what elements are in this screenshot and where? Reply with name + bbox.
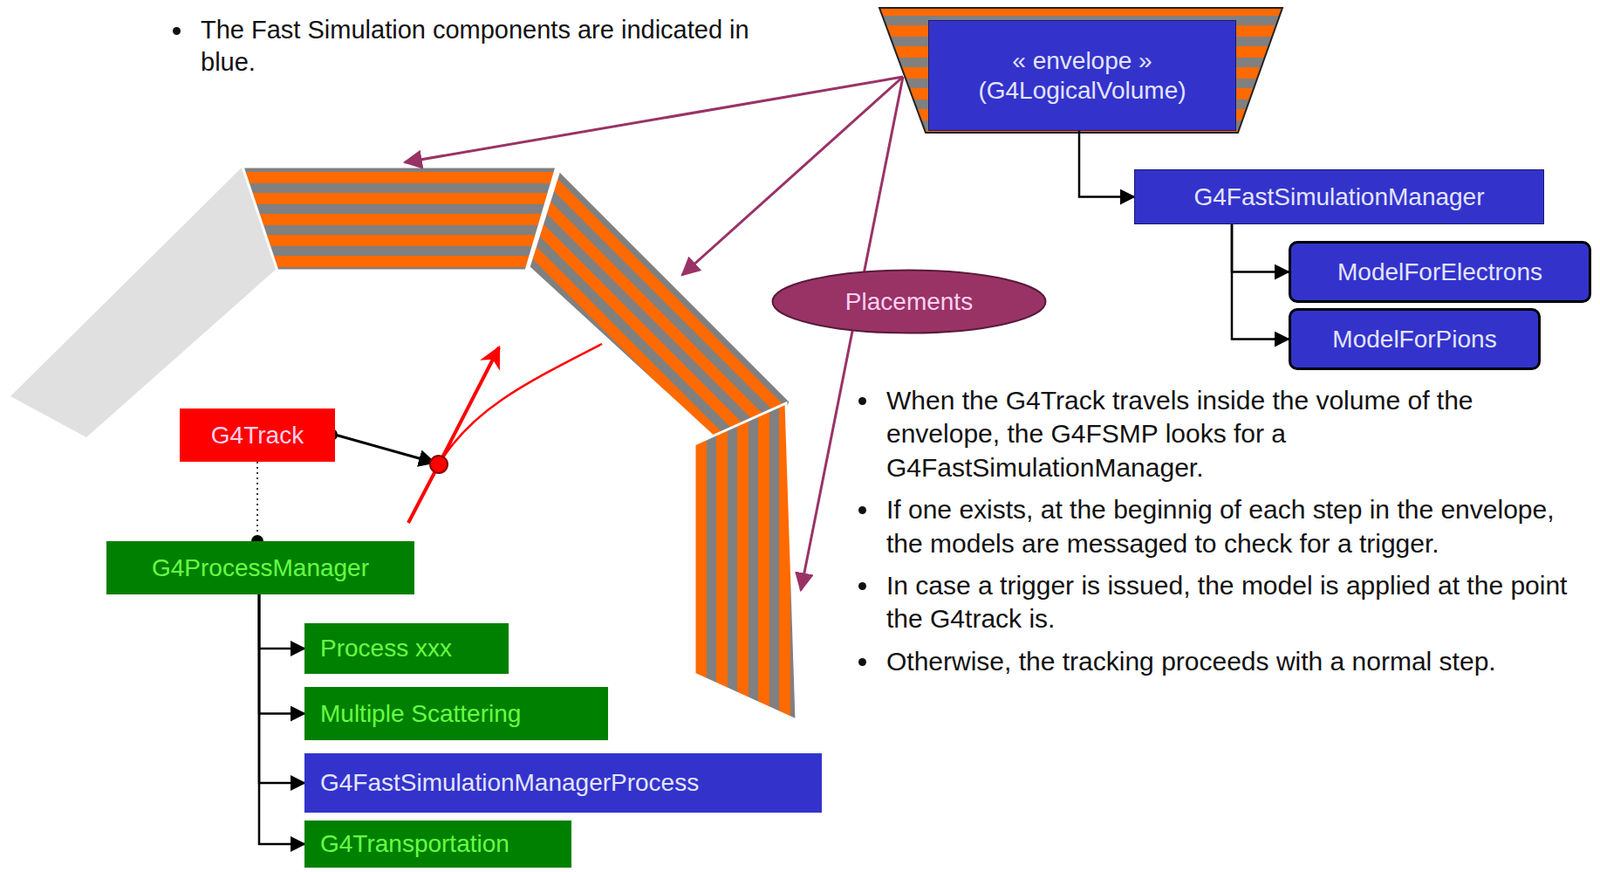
- process-manager-box: G4ProcessManager: [106, 540, 415, 595]
- process-box: Process xxx: [304, 622, 509, 674]
- process-box: G4FastSimulationManagerProcess: [304, 752, 822, 813]
- particle-track: [325, 343, 602, 523]
- tree-connector: [256, 461, 259, 541]
- bullet-item: When the G4Track travels inside the volu…: [856, 383, 1585, 485]
- placement-arrows: [404, 76, 903, 590]
- bullet-dot: [858, 581, 867, 590]
- node-text: ModelForElectrons: [1337, 257, 1543, 288]
- bullet-item: The Fast Simulation components are indic…: [170, 13, 777, 79]
- tree-connector: [1079, 130, 1135, 198]
- node-text: Process xxx: [320, 633, 452, 664]
- node-text: Placements: [845, 287, 973, 317]
- node-text: Multiple Scattering: [320, 698, 521, 729]
- node-text: G4Transportation: [320, 828, 510, 859]
- model-box: ModelForElectrons: [1288, 240, 1592, 303]
- bullet-text: When the G4Track travels inside the volu…: [886, 385, 1474, 482]
- model-box: ModelForPions: [1288, 307, 1541, 370]
- tree-connector: [1231, 224, 1289, 340]
- tree-connector: [259, 594, 305, 714]
- process-box: G4Transportation: [304, 820, 572, 868]
- bullet-dot: [858, 505, 867, 514]
- node-text: G4FastSimulationManagerProcess: [320, 767, 699, 798]
- placements-ellipse: Placements: [771, 268, 1047, 335]
- node-text: G4ProcessManager: [151, 553, 370, 583]
- bullet-text: The Fast Simulation components are indic…: [200, 15, 750, 76]
- manager-box: G4FastSimulationManager: [1134, 169, 1545, 225]
- bullet-item: In case a trigger is issued, the model i…: [856, 568, 1585, 636]
- process-box: Multiple Scattering: [304, 686, 609, 740]
- tree-connector: [259, 594, 305, 844]
- bullet-dot: [172, 27, 181, 35]
- bullet-text: If one exists, at the beginnig of each s…: [886, 494, 1555, 557]
- node-text: ModelForPions: [1332, 324, 1497, 355]
- node-text: G4FastSimulationManager: [1193, 182, 1484, 212]
- bullet-text: In case a trigger is issued, the model i…: [886, 570, 1567, 633]
- tree-connector: [259, 594, 305, 649]
- tree-connector: [259, 594, 305, 783]
- notes-column: When the G4Track travels inside the volu…: [856, 383, 1590, 687]
- bullet-dot: [858, 657, 867, 666]
- bullet-dot: [858, 396, 867, 405]
- detector-parts: [10, 7, 1283, 720]
- tree-connector: [1231, 224, 1289, 273]
- bullet-item: Otherwise, the tracking proceeds with a …: [856, 644, 1585, 678]
- track-box: G4Track: [179, 408, 336, 462]
- node-text: G4Track: [211, 420, 304, 451]
- node-text: « envelope » (G4LogicalVolume): [939, 46, 1225, 105]
- bullet-item: If one exists, at the beginnig of each s…: [856, 492, 1585, 561]
- bullet-text: Otherwise, the tracking proceeds with a …: [886, 646, 1497, 676]
- envelope-box: « envelope » (G4LogicalVolume): [928, 20, 1237, 131]
